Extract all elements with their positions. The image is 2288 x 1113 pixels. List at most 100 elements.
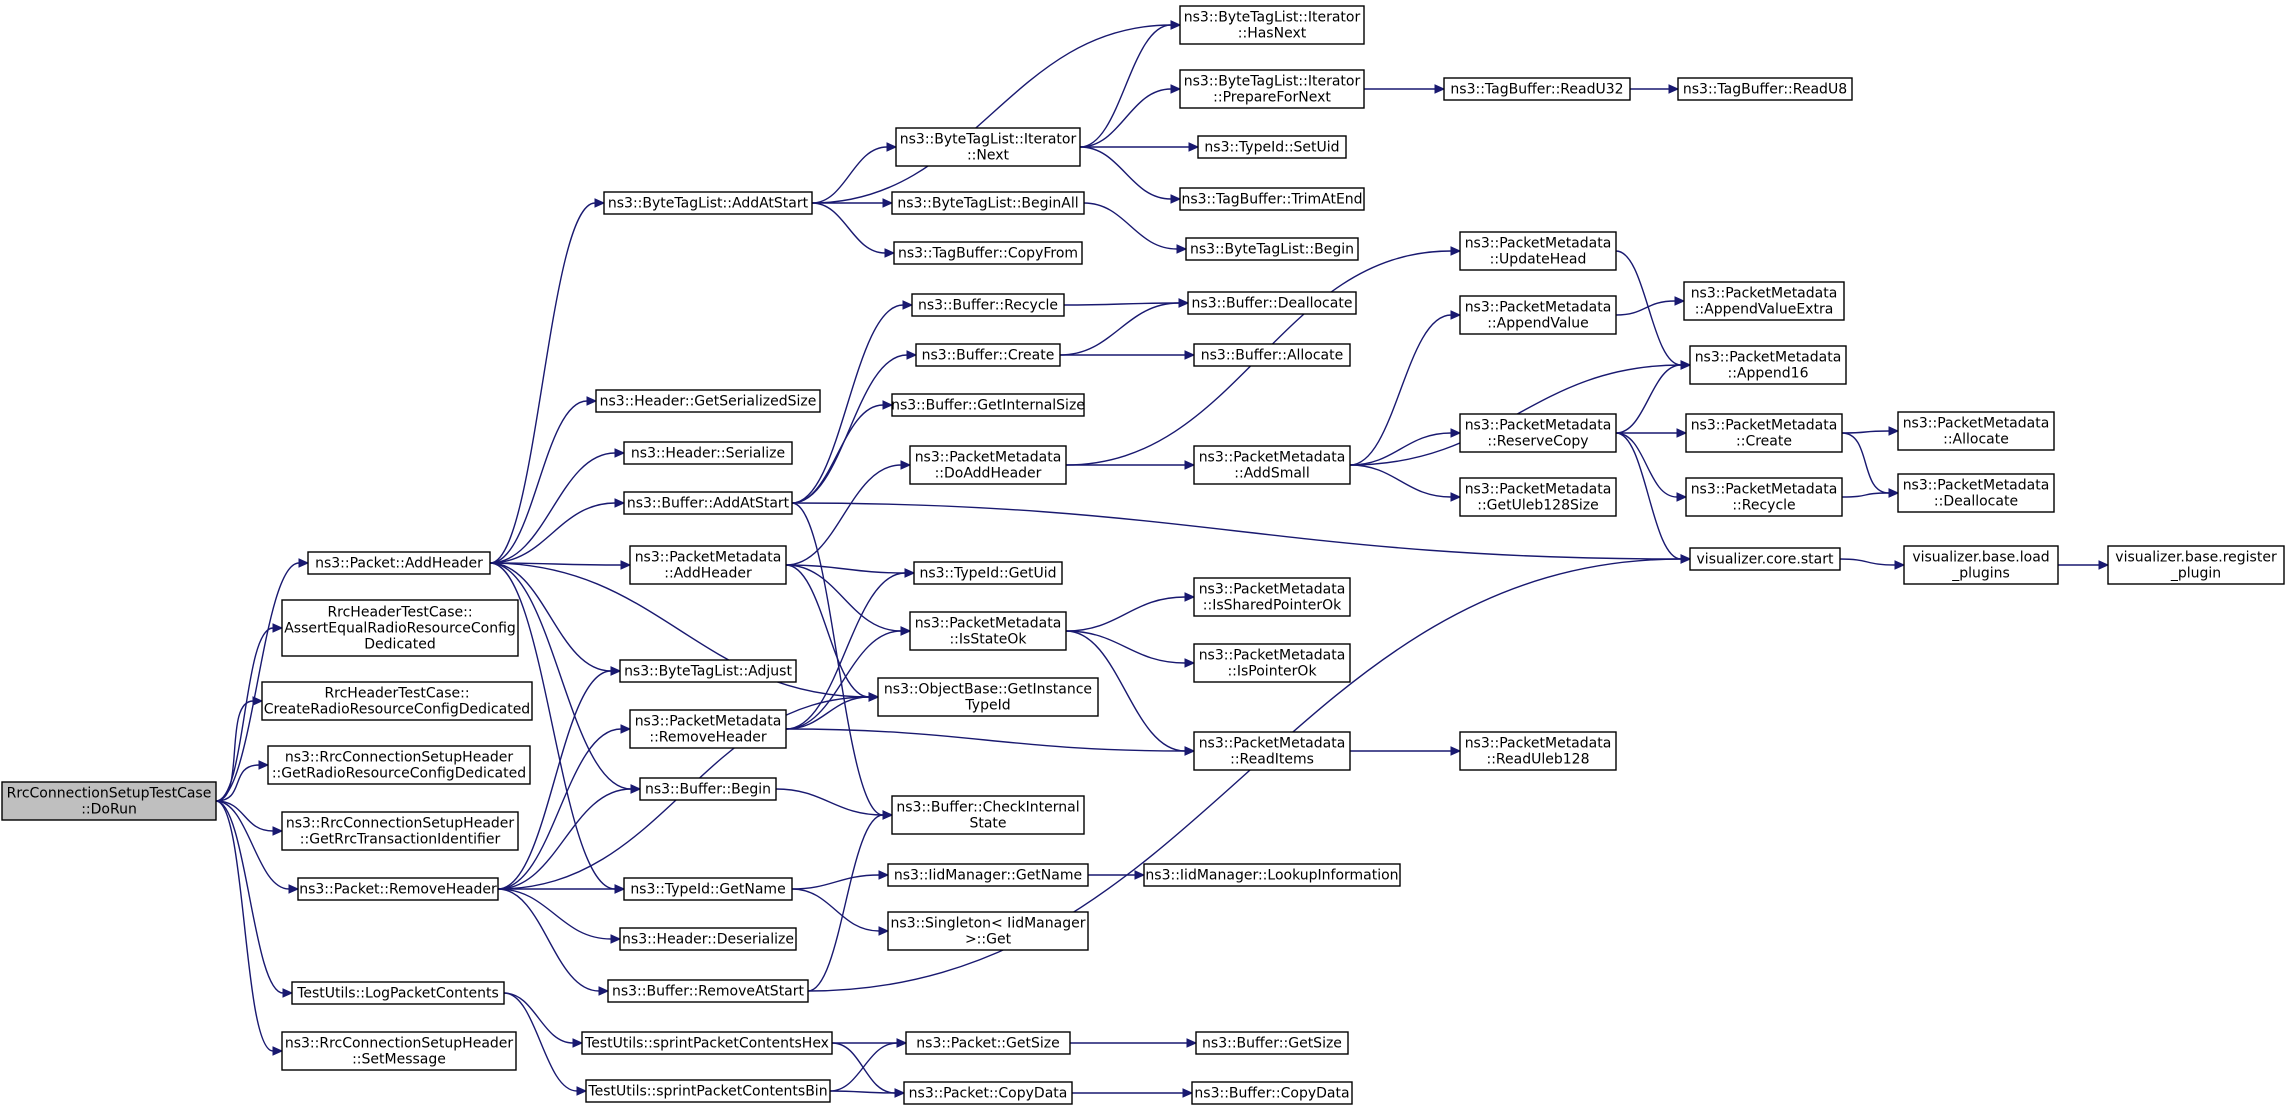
node-bufRecycle[interactable]: ns3::Buffer::Recycle bbox=[911, 293, 1065, 317]
arrowhead bbox=[1450, 428, 1462, 438]
node-pmIsPointer[interactable]: ns3::PacketMetadata::IsPointerOk bbox=[1193, 643, 1351, 683]
node-pmReserveCopy[interactable]: ns3::PacketMetadata::ReserveCopy bbox=[1459, 413, 1617, 453]
node-pmAppend16[interactable]: ns3::PacketMetadata::Append16 bbox=[1689, 345, 1847, 385]
node-tbCopyFrom[interactable]: ns3::TagBuffer::CopyFrom bbox=[893, 241, 1083, 265]
node-box bbox=[1193, 343, 1351, 367]
edge-removeHeader-to-btlAdjust bbox=[497, 670, 612, 890]
arrowhead bbox=[298, 558, 310, 568]
node-pmCreate[interactable]: ns3::PacketMetadata::Create bbox=[1685, 413, 1843, 453]
node-itHasNext[interactable]: ns3::ByteTagList::Iterator::HasNext bbox=[1179, 5, 1365, 45]
edge-root-to-removeHeader bbox=[215, 800, 290, 890]
node-label-line: ::HasNext bbox=[1238, 26, 1307, 42]
node-bufDeallocate[interactable]: ns3::Buffer::Deallocate bbox=[1187, 291, 1357, 315]
edge-addHeader-to-bufAddAtStart bbox=[489, 502, 616, 564]
node-pmAppendValueExtra[interactable]: ns3::PacketMetadata::AppendValueExtra bbox=[1683, 281, 1845, 321]
node-label-line: ns3::Buffer::GetSize bbox=[1202, 1036, 1342, 1052]
node-box bbox=[1685, 477, 1843, 517]
node-bufRemoveAtStart[interactable]: ns3::Buffer::RemoveAtStart bbox=[607, 979, 809, 1003]
node-hdrGetSerSize[interactable]: ns3::Header::GetSerializedSize bbox=[595, 389, 821, 413]
node-addHeader[interactable]: ns3::Packet::AddHeader bbox=[307, 551, 491, 575]
node-pmGetUleb[interactable]: ns3::PacketMetadata::GetUleb128Size bbox=[1459, 477, 1617, 517]
node-pmRecycle[interactable]: ns3::PacketMetadata::Recycle bbox=[1685, 477, 1843, 517]
edge-pmIsStateOk-to-pmIsShared bbox=[1065, 596, 1186, 632]
node-tidGetUid[interactable]: ns3::TypeId::GetUid bbox=[913, 561, 1063, 585]
arrowhead bbox=[282, 988, 294, 998]
node-removeHeader[interactable]: ns3::Packet::RemoveHeader bbox=[297, 877, 499, 901]
node-tbReadU32[interactable]: ns3::TagBuffer::ReadU32 bbox=[1443, 77, 1631, 101]
edge-btlAddAtStart-to-itHasNext bbox=[811, 24, 1172, 204]
node-bufBegin[interactable]: ns3::Buffer::Begin bbox=[639, 777, 777, 801]
edge-tidGetName-to-iidGetName bbox=[791, 874, 880, 890]
node-setMessage[interactable]: ns3::RrcConnectionSetupHeader::SetMessag… bbox=[281, 1031, 517, 1071]
node-label-line: TestUtils::LogPacketContents bbox=[296, 986, 499, 1002]
node-pmDoAddHeader[interactable]: ns3::PacketMetadata::DoAddHeader bbox=[909, 445, 1067, 485]
node-getRRC[interactable]: ns3::RrcConnectionSetupHeader::GetRadioR… bbox=[267, 745, 531, 785]
node-sprintHex[interactable]: TestUtils::sprintPacketContentsHex bbox=[581, 1031, 833, 1055]
node-label-line: ns3::Buffer::AddAtStart bbox=[627, 496, 790, 512]
node-label-line: ::IsSharedPointerOk bbox=[1203, 598, 1342, 614]
node-bufCopyData[interactable]: ns3::Buffer::CopyData bbox=[1191, 1081, 1353, 1105]
node-btlAdjust[interactable]: ns3::ByteTagList::Adjust bbox=[619, 659, 797, 683]
node-hdrSerialize[interactable]: ns3::Header::Serialize bbox=[623, 441, 793, 465]
arrowhead bbox=[576, 1086, 588, 1096]
node-hdrDeserialize[interactable]: ns3::Header::Deserialize bbox=[619, 927, 797, 951]
arrowhead bbox=[620, 724, 632, 734]
node-pmIsShared[interactable]: ns3::PacketMetadata::IsSharedPointerOk bbox=[1193, 577, 1351, 617]
edge-tidGetName-to-singletonGet bbox=[791, 888, 880, 932]
node-itPrepare[interactable]: ns3::ByteTagList::Iterator::PrepareForNe… bbox=[1179, 69, 1365, 109]
node-pmAllocate[interactable]: ns3::PacketMetadata::Allocate bbox=[1897, 411, 2055, 451]
node-pmAddSmall[interactable]: ns3::PacketMetadata::AddSmall bbox=[1193, 445, 1351, 485]
node-bufGetSize[interactable]: ns3::Buffer::GetSize bbox=[1195, 1031, 1349, 1055]
node-assertEqual[interactable]: RrcHeaderTestCase::AssertEqualRadioResou… bbox=[281, 599, 519, 657]
node-tidSetUid[interactable]: ns3::TypeId::SetUid bbox=[1197, 135, 1347, 159]
node-box bbox=[1459, 731, 1617, 771]
node-iidLookup[interactable]: ns3::IidManager::LookupInformation bbox=[1143, 863, 1401, 887]
node-bufCreate[interactable]: ns3::Buffer::Create bbox=[915, 343, 1061, 367]
node-pmRemoveHeader[interactable]: ns3::PacketMetadata::RemoveHeader bbox=[629, 709, 787, 749]
node-btlBeginAll[interactable]: ns3::ByteTagList::BeginAll bbox=[891, 191, 1085, 215]
node-pktGetSize[interactable]: ns3::Packet::GetSize bbox=[905, 1031, 1071, 1055]
node-pmUpdateHead[interactable]: ns3::PacketMetadata::UpdateHead bbox=[1459, 231, 1617, 271]
node-box bbox=[895, 127, 1081, 167]
node-box bbox=[1459, 231, 1617, 271]
node-pktCopyData[interactable]: ns3::Packet::CopyData bbox=[903, 1081, 1073, 1105]
node-bufGetInternalSize[interactable]: ns3::Buffer::GetInternalSize bbox=[891, 393, 1085, 417]
node-vizRegister[interactable]: visualizer.base.register_plugin bbox=[2107, 545, 2285, 585]
edge-pmReserveCopy-to-vizStart bbox=[1615, 432, 1682, 560]
node-tbReadU8[interactable]: ns3::TagBuffer::ReadU8 bbox=[1677, 77, 1853, 101]
node-tidGetName[interactable]: ns3::TypeId::GetName bbox=[623, 877, 793, 901]
node-getRrcTid[interactable]: ns3::RrcConnectionSetupHeader::GetRrcTra… bbox=[281, 811, 519, 851]
node-box bbox=[1689, 547, 1841, 571]
node-bufAllocate[interactable]: ns3::Buffer::Allocate bbox=[1193, 343, 1351, 367]
node-logPkt[interactable]: TestUtils::LogPacketContents bbox=[291, 981, 505, 1005]
node-btlBegin[interactable]: ns3::ByteTagList::Begin bbox=[1185, 237, 1359, 261]
node-pmDeallocate[interactable]: ns3::PacketMetadata::Deallocate bbox=[1897, 473, 2055, 513]
node-btlAddAtStart[interactable]: ns3::ByteTagList::AddAtStart bbox=[603, 191, 813, 215]
node-pmIsStateOk[interactable]: ns3::PacketMetadata::IsStateOk bbox=[909, 611, 1067, 651]
node-tbTrimAtEnd[interactable]: ns3::TagBuffer::TrimAtEnd bbox=[1179, 187, 1365, 211]
node-pmReadItems[interactable]: ns3::PacketMetadata::ReadItems bbox=[1193, 731, 1351, 771]
node-pmAddHeader[interactable]: ns3::PacketMetadata::AddHeader bbox=[629, 545, 787, 585]
node-vizStart[interactable]: visualizer.core.start bbox=[1689, 547, 1841, 571]
node-vizLoad[interactable]: visualizer.base.load_plugins bbox=[1903, 545, 2059, 585]
node-pmAppendValue[interactable]: ns3::PacketMetadata::AppendValue bbox=[1459, 295, 1617, 335]
node-label-line: ns3::ByteTagList::Adjust bbox=[624, 664, 792, 680]
node-box bbox=[887, 911, 1089, 951]
node-label-line: _plugins bbox=[1951, 566, 2010, 582]
node-bufAddAtStart[interactable]: ns3::Buffer::AddAtStart bbox=[623, 491, 793, 515]
node-createRRC[interactable]: RrcHeaderTestCase::CreateRadioResourceCo… bbox=[261, 681, 533, 721]
arrowhead bbox=[902, 300, 914, 310]
node-itNext[interactable]: ns3::ByteTagList::Iterator::Next bbox=[895, 127, 1081, 167]
arrowhead bbox=[868, 692, 880, 702]
edge-pmRecycle-to-pmDeallocate bbox=[1841, 492, 1890, 498]
node-root[interactable]: RrcConnectionSetupTestCase::DoRun bbox=[1, 781, 217, 821]
node-box bbox=[1195, 1031, 1349, 1055]
node-iidGetName[interactable]: ns3::IidManager::GetName bbox=[887, 863, 1089, 887]
node-box bbox=[2107, 545, 2285, 585]
edge-addHeader-to-obGetInstance bbox=[489, 562, 870, 698]
node-sprintBin[interactable]: TestUtils::sprintPacketContentsBin bbox=[585, 1079, 831, 1103]
node-singletonGet[interactable]: ns3::Singleton< IidManager>::Get bbox=[887, 911, 1089, 951]
node-pmReadUleb[interactable]: ns3::PacketMetadata::ReadUleb128 bbox=[1459, 731, 1617, 771]
